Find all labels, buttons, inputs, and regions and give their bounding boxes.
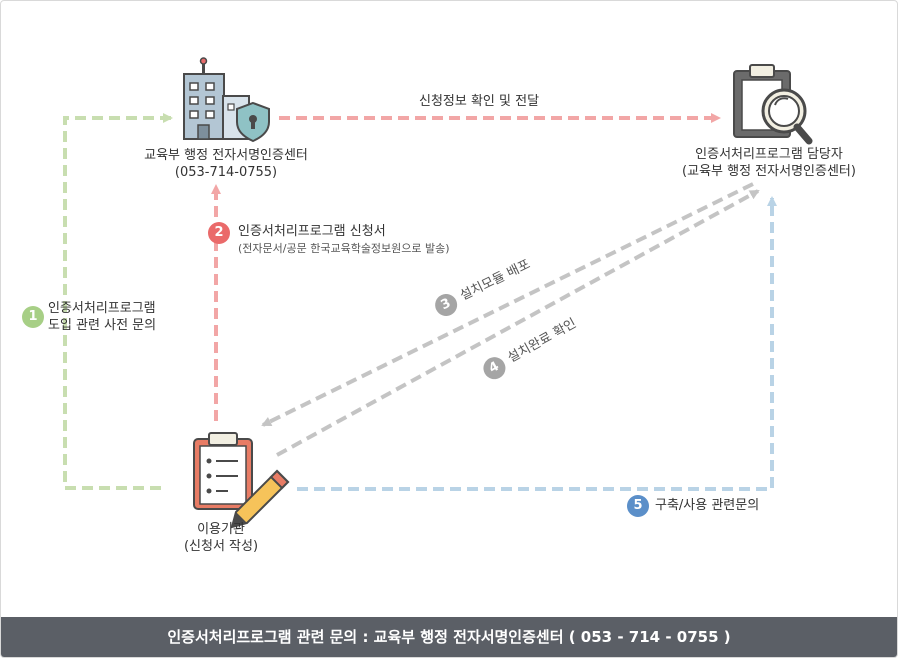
center-name: 교육부 행정 전자서명인증센터 <box>144 148 308 163</box>
step2-label: 인증서처리프로그램 신청서 (전자문서/공문 한국교육학술정보원으로 발송) <box>238 223 450 257</box>
clipboard-pencil-icon <box>193 432 290 529</box>
step5-badge: 5 <box>627 495 649 517</box>
connector-step1 <box>63 113 173 490</box>
connector-step5 <box>297 196 777 491</box>
top-flow-label: 신청정보 확인 및 전달 <box>419 94 540 109</box>
connector-step3 <box>261 182 754 427</box>
step2-badge: 2 <box>208 222 230 244</box>
manager-name: 인증서처리프로그램 담당자 <box>695 147 843 162</box>
process-diagram <box>63 57 813 529</box>
footer-contact-bar: 인증서처리프로그램 관련 문의 : 교육부 행정 전자서명인증센터 ( 053 … <box>1 617 897 657</box>
clipboard-search-icon <box>733 64 813 145</box>
institution-node-label: 이용기관 (신청서 작성) <box>161 521 281 555</box>
center-node-label: 교육부 행정 전자서명인증센터 (053-714-0755) <box>121 147 331 181</box>
step1-badge: 1 <box>22 306 44 328</box>
building-icon <box>183 57 270 143</box>
manager-node-label: 인증서처리프로그램 담당자 (교육부 행정 전자서명인증센터) <box>649 146 889 180</box>
step2-line2: (전자문서/공문 한국교육학술정보원으로 발송) <box>238 242 450 255</box>
step1-line2: 도입 관련 사전 문의 <box>48 318 157 333</box>
connector-step4 <box>276 189 760 457</box>
step1-label: 인증서처리프로그램 도입 관련 사전 문의 <box>48 300 156 334</box>
institution-name: 이용기관 <box>197 522 245 537</box>
step2-line1: 인증서처리프로그램 신청서 <box>238 224 386 239</box>
institution-sub: (신청서 작성) <box>183 539 259 554</box>
center-phone: (053-714-0755) <box>174 165 278 180</box>
manager-org: (교육부 행정 전자서명인증센터) <box>682 164 856 179</box>
step1-line1: 인증서처리프로그램 <box>48 301 156 316</box>
step5-label: 구축/사용 관련문의 <box>655 498 760 513</box>
footer-text: 인증서처리프로그램 관련 문의 : 교육부 행정 전자서명인증센터 ( 053 … <box>167 628 731 646</box>
